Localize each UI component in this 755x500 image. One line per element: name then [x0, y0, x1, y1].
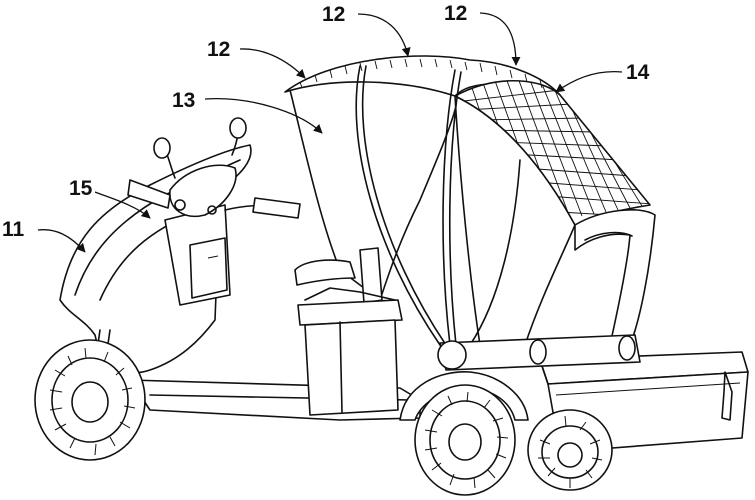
rear-right-wheel — [527, 409, 613, 491]
label-14: 14 — [626, 61, 650, 84]
label-12-middle: 12 — [322, 3, 345, 26]
label-15: 15 — [69, 177, 93, 200]
label-13: 13 — [172, 89, 195, 112]
callout-leaders — [37, 12, 623, 253]
front-body — [59, 117, 421, 421]
reference-numerals: 11 15 13 12 12 12 14 — [2, 2, 650, 241]
frame-crossbar — [437, 334, 641, 371]
label-12-left: 12 — [207, 38, 230, 61]
rear-left-wheel — [399, 371, 529, 496]
seat — [294, 247, 403, 416]
front-wheel — [34, 339, 146, 461]
label-12-right: 12 — [444, 2, 467, 25]
label-11: 11 — [2, 218, 25, 241]
canopy-roof — [284, 55, 656, 346]
